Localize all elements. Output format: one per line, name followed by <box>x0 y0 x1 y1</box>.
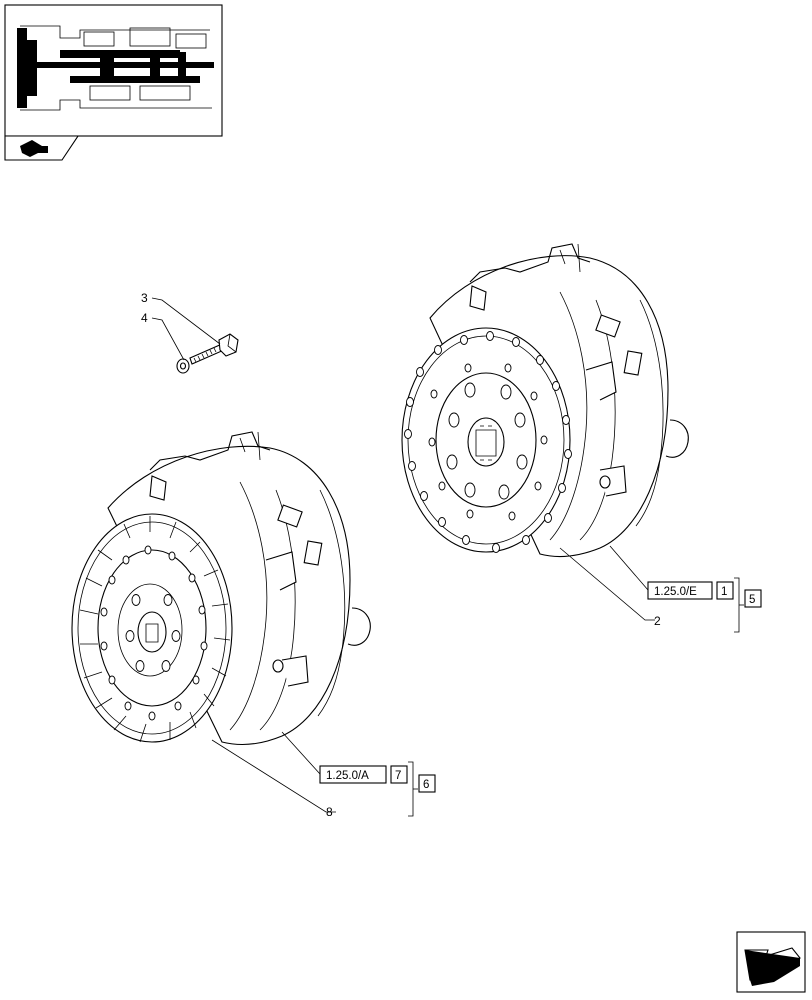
callout-8[interactable]: 8 <box>326 805 333 819</box>
section-tab[interactable] <box>4 135 80 161</box>
lower-disc-segments <box>79 516 231 743</box>
reference-index-upper: 1 <box>721 586 727 598</box>
clutch-assembly-lower <box>71 431 371 746</box>
hand-pointer-icon <box>20 140 48 157</box>
bolt-part <box>189 333 239 365</box>
reference-lower[interactable]: 1.25.0/A 7 6 <box>319 761 436 817</box>
callout-4[interactable]: 4 <box>141 311 148 325</box>
thumbnail-drawing <box>17 25 214 111</box>
reference-code-upper: 1.25.0/E <box>654 586 697 598</box>
upper-disc-holes <box>404 331 572 553</box>
next-page-arrow-icon[interactable] <box>736 931 806 993</box>
transmission-section-thumbnail[interactable] <box>4 4 223 137</box>
reference-code-lower: 1.25.0/A <box>326 770 369 782</box>
lower-disc-holes <box>100 545 208 721</box>
reference-index-lower: 7 <box>395 770 401 782</box>
callout-2[interactable]: 2 <box>654 614 661 628</box>
callout-3[interactable]: 3 <box>141 291 148 305</box>
reference-group-upper: 5 <box>749 594 755 606</box>
reference-group-lower: 6 <box>423 779 429 791</box>
leader-lines <box>151 297 655 813</box>
reference-upper[interactable]: 1.25.0/E 1 5 <box>647 577 762 633</box>
clutch-assembly-upper <box>401 243 689 558</box>
washer-part <box>176 358 190 374</box>
